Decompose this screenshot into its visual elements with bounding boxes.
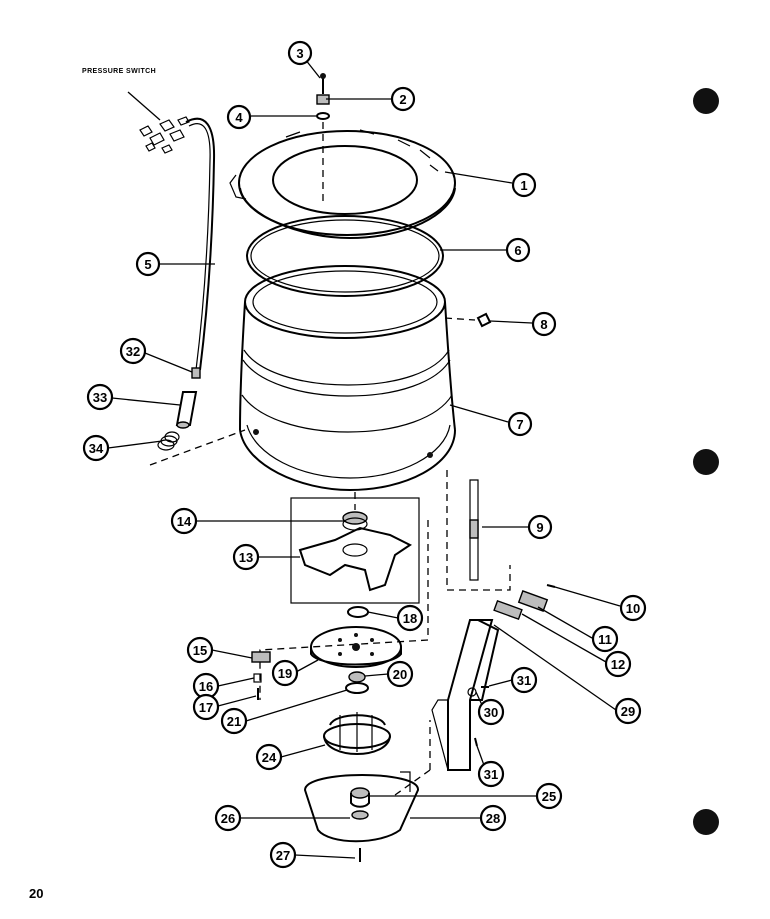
callout-27: 27 bbox=[269, 841, 297, 869]
callout-15: 15 bbox=[186, 636, 214, 664]
callout-8: 8 bbox=[531, 311, 557, 337]
pressure-switch-label: PRESSURE SWITCH bbox=[82, 68, 157, 75]
callout-10: 10 bbox=[619, 594, 647, 622]
margin-dot-bottom bbox=[693, 809, 719, 835]
svg-text:19: 19 bbox=[278, 666, 292, 681]
hose-connector-part bbox=[175, 391, 198, 429]
svg-text:7: 7 bbox=[516, 417, 523, 432]
svg-text:1: 1 bbox=[520, 178, 527, 193]
callout-29: 29 bbox=[614, 697, 642, 725]
callout-26: 26 bbox=[214, 804, 242, 832]
bearing-14-part bbox=[342, 511, 368, 531]
hose-part bbox=[185, 117, 216, 371]
callout-21: 21 bbox=[220, 707, 248, 735]
outer-tub-part bbox=[239, 265, 456, 492]
svg-text:32: 32 bbox=[126, 344, 140, 359]
callout-30: 30 bbox=[477, 698, 505, 726]
hose-clamp-part bbox=[191, 367, 201, 379]
callout-2: 2 bbox=[390, 86, 416, 112]
callout-13: 13 bbox=[232, 543, 260, 571]
washer-21-part bbox=[345, 682, 369, 694]
callout-11: 11 bbox=[591, 625, 619, 653]
svg-text:2: 2 bbox=[399, 92, 406, 107]
callout-34: 34 bbox=[82, 434, 110, 462]
svg-text:21: 21 bbox=[227, 714, 241, 729]
callout-14: 14 bbox=[170, 507, 198, 535]
callout-25: 25 bbox=[535, 782, 563, 810]
svg-text:16: 16 bbox=[199, 679, 213, 694]
plate-12-part bbox=[493, 599, 523, 621]
ring-18-part bbox=[347, 606, 369, 618]
bracket-9-part bbox=[469, 479, 479, 581]
brace-29-part bbox=[431, 619, 500, 771]
callout-1: 1 bbox=[511, 172, 537, 198]
washer-part bbox=[316, 112, 330, 120]
tub-gasket-part bbox=[246, 215, 444, 297]
svg-text:33: 33 bbox=[93, 390, 107, 405]
base-28-part bbox=[303, 771, 420, 843]
svg-text:4: 4 bbox=[235, 110, 243, 125]
svg-text:24: 24 bbox=[262, 750, 277, 765]
gearcase-cover-part bbox=[323, 712, 391, 755]
callout-32: 32 bbox=[119, 337, 147, 365]
callout-7: 7 bbox=[507, 411, 533, 437]
pressure-switch-part bbox=[127, 91, 190, 154]
svg-text:17: 17 bbox=[199, 700, 213, 715]
svg-text:26: 26 bbox=[221, 811, 235, 826]
svg-text:11: 11 bbox=[598, 632, 612, 647]
callout-24: 24 bbox=[255, 743, 283, 771]
callout-5: 5 bbox=[135, 251, 161, 277]
screw-31b-part bbox=[474, 737, 478, 747]
svg-text:25: 25 bbox=[542, 789, 556, 804]
spider-part bbox=[298, 526, 412, 592]
svg-text:12: 12 bbox=[611, 657, 625, 672]
svg-text:3: 3 bbox=[296, 46, 303, 61]
callout-28: 28 bbox=[479, 804, 507, 832]
svg-text:31: 31 bbox=[517, 673, 531, 688]
nut-20-part bbox=[348, 671, 366, 683]
svg-text:9: 9 bbox=[536, 520, 543, 535]
svg-text:30: 30 bbox=[484, 705, 498, 720]
svg-text:13: 13 bbox=[239, 550, 253, 565]
svg-text:18: 18 bbox=[403, 611, 417, 626]
callout-31-upper: 31 bbox=[510, 666, 538, 694]
margin-dot-top bbox=[693, 88, 719, 114]
svg-text:34: 34 bbox=[89, 441, 104, 456]
callout-4: 4 bbox=[226, 104, 252, 130]
svg-text:10: 10 bbox=[626, 601, 640, 616]
svg-text:15: 15 bbox=[193, 643, 207, 658]
svg-text:28: 28 bbox=[486, 811, 500, 826]
svg-text:14: 14 bbox=[177, 514, 192, 529]
plate-11-part bbox=[517, 590, 549, 612]
callout-9: 9 bbox=[527, 514, 553, 540]
svg-text:5: 5 bbox=[144, 257, 151, 272]
callout-31-lower: 31 bbox=[477, 760, 505, 788]
callout-6: 6 bbox=[505, 237, 531, 263]
callout-17: 17 bbox=[192, 693, 220, 721]
callout-18: 18 bbox=[396, 604, 424, 632]
svg-text:6: 6 bbox=[514, 243, 521, 258]
svg-text:31: 31 bbox=[484, 767, 498, 782]
leader-lines bbox=[107, 58, 621, 859]
screw-10-part bbox=[546, 584, 556, 588]
page-number: 20 bbox=[29, 886, 44, 901]
screw-part bbox=[320, 73, 326, 94]
callout-33: 33 bbox=[86, 383, 114, 411]
callout-3: 3 bbox=[287, 40, 313, 66]
pulley-19-part bbox=[310, 626, 402, 668]
svg-text:29: 29 bbox=[621, 704, 635, 719]
margin-dot-middle bbox=[693, 449, 719, 475]
callout-19: 19 bbox=[271, 659, 299, 687]
coupling-25-part bbox=[350, 787, 370, 808]
fastener-8-part bbox=[476, 312, 492, 328]
callout-12: 12 bbox=[604, 650, 632, 678]
callout-20: 20 bbox=[386, 660, 414, 688]
bracket-15-part bbox=[251, 651, 271, 663]
tub-ring-part bbox=[229, 129, 456, 240]
svg-text:27: 27 bbox=[276, 848, 290, 863]
svg-text:8: 8 bbox=[540, 317, 547, 332]
svg-text:20: 20 bbox=[393, 667, 407, 682]
